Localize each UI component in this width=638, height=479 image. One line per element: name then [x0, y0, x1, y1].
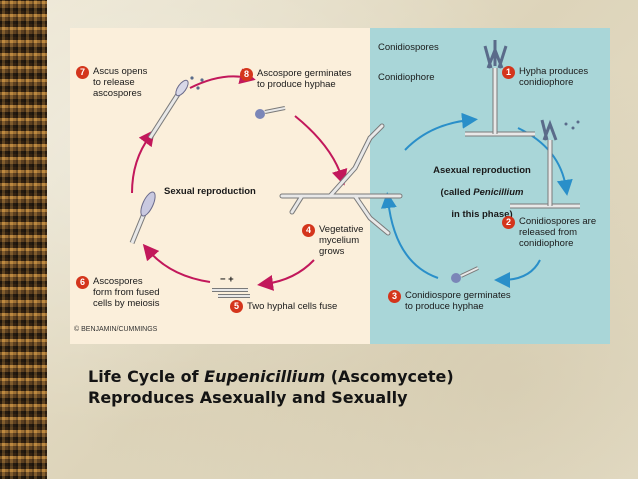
step-7-number: 7 [76, 66, 89, 79]
germinating-ascospore-icon [255, 106, 286, 119]
arrow-2-to-3 [494, 259, 541, 288]
arrow-8-to-center [294, 115, 348, 186]
ascus-opening-icon [147, 76, 204, 140]
step-7-label: Ascus opens to release ascospores [93, 66, 148, 99]
step-5-number: 5 [230, 300, 243, 313]
conidiophore-releasing-icon [510, 119, 580, 209]
step-1-label: Hypha produces conidiophore [519, 66, 589, 88]
arrow-5-to-6 [142, 243, 211, 283]
life-cycle-diagram: Conidiospores Conidiophore Sexual reprod… [70, 28, 610, 344]
step-8-label: Ascospore germinates to produce hyphae [257, 68, 352, 90]
ascus-forming-icon [129, 191, 156, 244]
asexual-reproduction-label: Asexual reproduction (called Penicillium… [433, 165, 531, 220]
arrow-3-to-center [380, 192, 439, 279]
step-3-number: 3 [388, 290, 401, 303]
arrow-6-to-7 [131, 129, 155, 194]
step-2-label: Conidiospores are released from conidiop… [519, 216, 597, 249]
step-4-label: Vegetative mycelium grows [319, 224, 364, 257]
copyright-credit: © BENJAMIN/CUMMINGS [74, 326, 158, 333]
conidiophore-icon [465, 40, 535, 137]
slide-caption: Life Cycle of Eupenicillium (Ascomycete)… [88, 367, 454, 407]
step-3-label: Conidiospore germinates to produce hypha… [405, 290, 511, 312]
step-1-number: 1 [502, 66, 515, 79]
step-5-label: Two hyphal cells fuse [247, 301, 338, 312]
step-6-number: 6 [76, 276, 89, 289]
arrow-center-to-1 [404, 112, 478, 151]
step-6-label: Ascospores form from fused cells by meio… [93, 276, 160, 309]
step-8-number: 8 [240, 68, 253, 81]
sexual-reproduction-label: Sexual reproduction [164, 186, 256, 197]
arrow-4-to-5 [257, 259, 315, 291]
conidiospores-label: Conidiospores [378, 42, 439, 53]
conidiophore-label: Conidiophore [378, 72, 435, 83]
germinating-conidiospore-icon [451, 266, 479, 283]
hyphal-fusion-icon [212, 288, 250, 298]
mating-types-label: − + [220, 274, 234, 285]
decorative-border [0, 0, 47, 479]
step-4-number: 4 [302, 224, 315, 237]
vegetative-mycelium [279, 123, 403, 236]
arrow-7-to-8 [189, 68, 256, 89]
step-2-number: 2 [502, 216, 515, 229]
